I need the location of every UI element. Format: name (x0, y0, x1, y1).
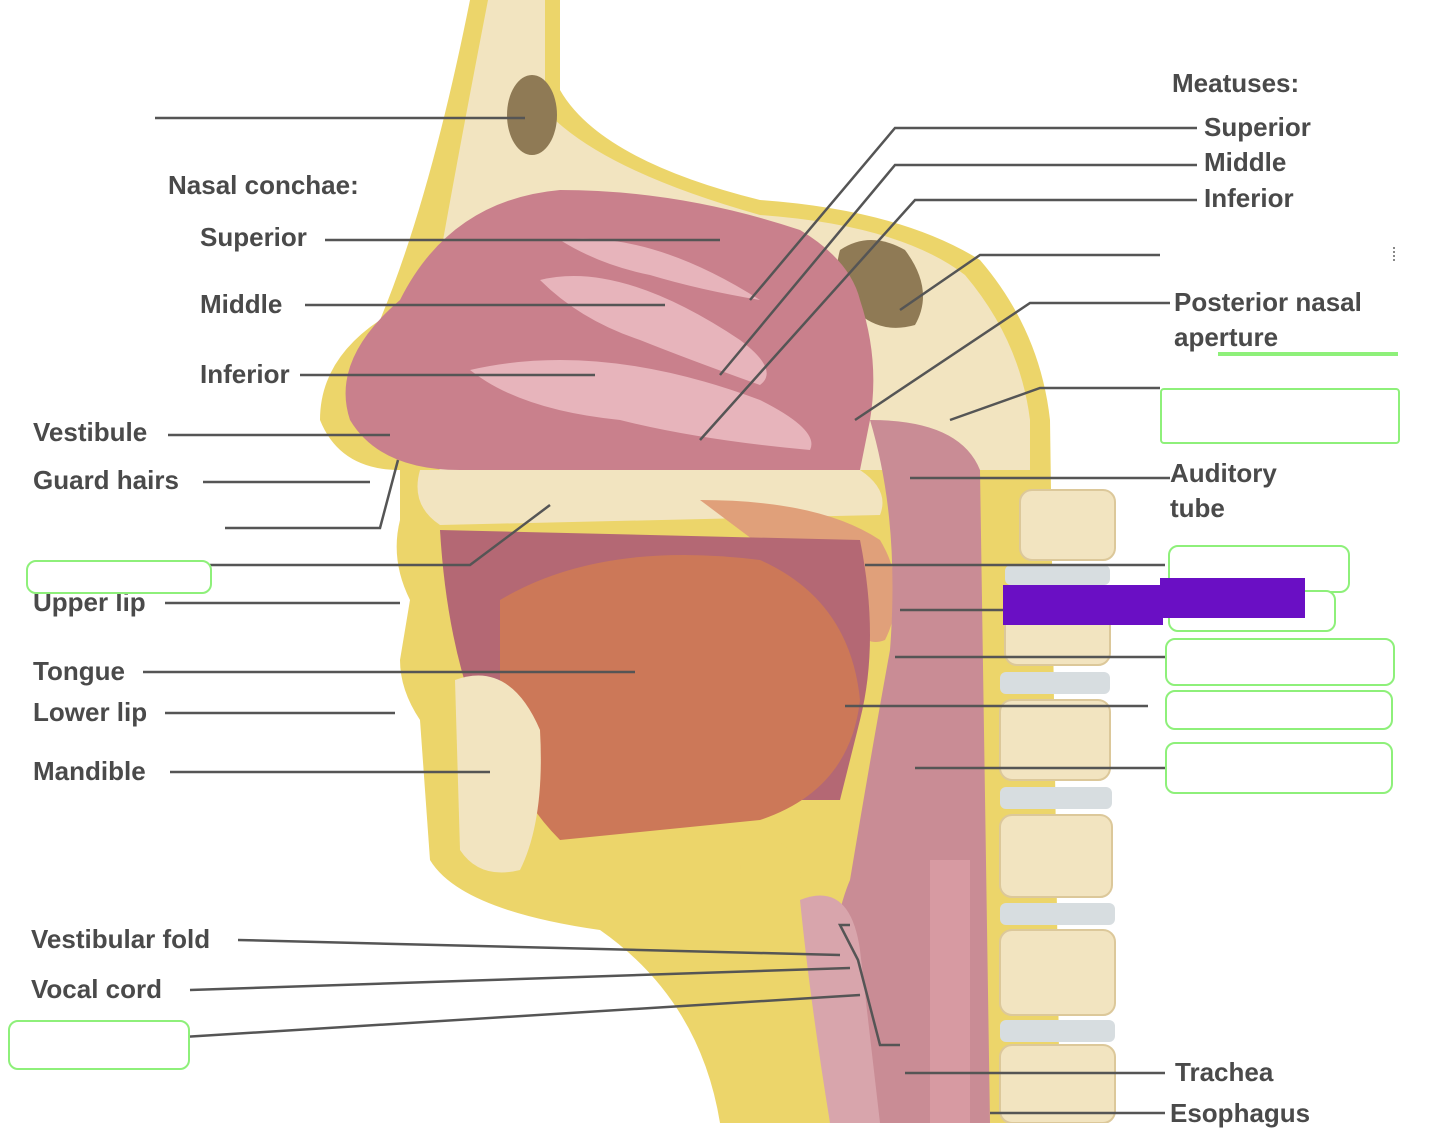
blank-label-box[interactable] (1165, 742, 1393, 794)
conchae-superior-label: Superior (200, 222, 307, 252)
auditory-tube-label-line2: tube (1170, 493, 1225, 523)
posterior-nasal-aperture-label-line2: aperture (1174, 322, 1279, 352)
intervertebral-discs (1000, 565, 1115, 1042)
mandible-bone (455, 675, 541, 873)
tongue-muscle (500, 555, 860, 840)
auditory-tube-label-line1: Auditory (1170, 458, 1277, 488)
redaction-mark (1003, 585, 1163, 625)
trachea-label: Trachea (1175, 1057, 1274, 1087)
vocal-cord-label: Vocal cord (31, 974, 163, 1004)
cervical-vertebrae (999, 489, 1116, 1123)
larynx-lumen (800, 895, 880, 1123)
vestibular-fold-label: Vestibular fold (31, 924, 211, 954)
larynx-cartilage (740, 838, 830, 1123)
esophagus-wall (930, 860, 970, 1123)
mandible-label: Mandible (33, 756, 146, 786)
blank-label-box[interactable] (1165, 690, 1393, 730)
meatus-inferior-label: Inferior (1204, 183, 1294, 213)
leader-lines (134, 116, 1197, 1115)
redaction-mark (1160, 578, 1305, 618)
meatus-superior-label: Superior (1204, 112, 1311, 142)
conchae-middle-label: Middle (200, 289, 283, 319)
blank-label-box[interactable] (1165, 638, 1395, 686)
blank-label-box[interactable] (1160, 388, 1400, 444)
middle-concha (540, 276, 767, 385)
edge-mark (1393, 247, 1401, 261)
meatuses-heading: Meatuses: (1172, 68, 1300, 98)
inferior-concha (470, 360, 812, 450)
blank-underline (1218, 352, 1398, 356)
blank-label-box[interactable] (8, 1020, 190, 1070)
tongue-label: Tongue (33, 656, 125, 686)
vestibule-label: Vestibule (33, 417, 148, 447)
soft-palate (700, 500, 897, 642)
meatus-middle-label: Middle (1204, 147, 1287, 177)
conchae-inferior-label: Inferior (200, 359, 290, 389)
posterior-nasal-aperture-label-line1: Posterior nasal (1174, 287, 1362, 317)
guard-hairs-label: Guard hairs (33, 465, 179, 495)
superior-concha (560, 238, 760, 300)
nasal-conchae-heading: Nasal conchae: (168, 170, 359, 200)
frontal-sinus (507, 75, 557, 155)
lower-lip-label: Lower lip (33, 697, 148, 727)
blank-label-box[interactable] (26, 560, 212, 594)
esophagus-label: Esophagus (1170, 1098, 1311, 1128)
